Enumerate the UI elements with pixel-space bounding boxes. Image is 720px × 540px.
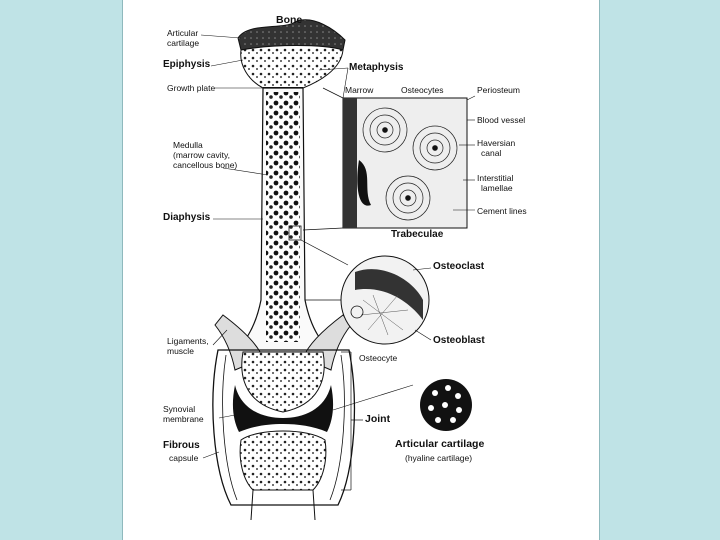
label-articular-cartilage-1: Articular	[167, 28, 198, 38]
label-metaphysis: Metaphysis	[349, 63, 403, 73]
lower-bone-head	[240, 431, 326, 490]
label-joint: Joint	[365, 414, 390, 424]
label-fibrous-2: capsule	[169, 453, 198, 463]
label-osteoclast: Osteoclast	[433, 262, 484, 272]
label-ligaments-2: muscle	[167, 346, 194, 356]
label-articular-cartilage-2: cartilage	[167, 38, 199, 48]
label-medulla-1: Medulla	[173, 140, 203, 150]
label-hyaline-cartilage: (hyaline cartilage)	[405, 453, 472, 463]
label-interstitial-2: lamellae	[481, 183, 513, 193]
label-fibrous-1: Fibrous	[163, 441, 200, 451]
label-periosteum: Periosteum	[477, 85, 520, 95]
label-epiphysis: Epiphysis	[163, 60, 210, 70]
label-diaphysis: Diaphysis	[163, 213, 210, 223]
label-articular-cartilage-title: Articular cartilage	[395, 439, 484, 449]
label-osteocytes: Osteocytes	[401, 85, 444, 95]
label-bone: Bone	[276, 15, 302, 25]
label-haversian-2: canal	[481, 148, 501, 158]
label-trabeculae: Trabeculae	[391, 230, 443, 240]
label-medulla-3: cancellous bone)	[173, 160, 237, 170]
label-interstitial-1: Interstitial	[477, 173, 513, 183]
label-osteoblast: Osteoblast	[433, 336, 485, 346]
label-growth-plate: Growth plate	[167, 83, 215, 93]
upper-epiphysis	[241, 46, 343, 89]
label-blood-vessel: Blood vessel	[477, 115, 525, 125]
label-medulla-2: (marrow cavity,	[173, 150, 230, 160]
label-marrow: Marrow	[345, 85, 373, 95]
label-synovial-1: Synovial	[163, 404, 195, 414]
label-synovial-2: membrane	[163, 414, 204, 424]
label-osteocyte: Osteocyte	[359, 353, 397, 363]
label-ligaments-1: Ligaments,	[167, 336, 209, 346]
upper-bone-end	[242, 352, 324, 412]
figure-page: Bone Articular cartilage Epiphysis Growt…	[122, 0, 600, 540]
label-haversian-1: Haversian	[477, 138, 515, 148]
medulla-cavity	[266, 92, 300, 342]
label-cement-lines: Cement lines	[477, 206, 527, 216]
